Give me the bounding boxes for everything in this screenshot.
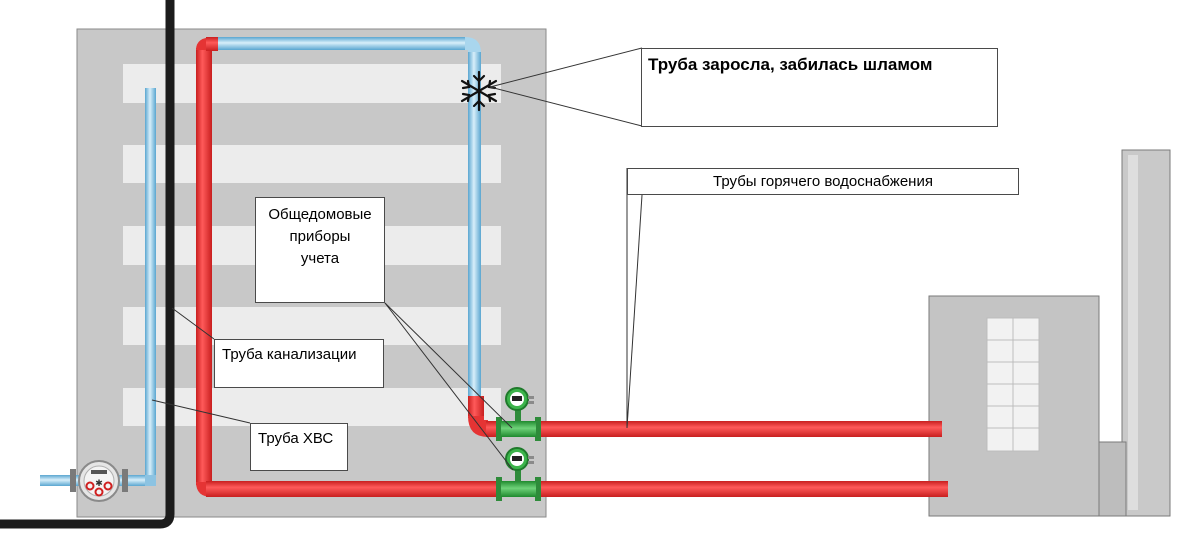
leader-hot — [626, 194, 643, 429]
leader-sludge — [489, 86, 643, 127]
window-strip — [123, 307, 501, 345]
callout-hot-water-pipes: Трубы горячего водоснабжения — [627, 168, 1019, 195]
cold-water-meter: ✱ — [70, 460, 128, 502]
callout-meters-line2: приборы — [289, 228, 351, 245]
plant-window — [986, 317, 1040, 452]
leader-meters — [384, 302, 513, 429]
callout-sludge-text: Труба заросла, забилась шламом — [648, 55, 933, 74]
leader-sewer — [171, 307, 215, 340]
callout-cold-text: Труба ХВС — [258, 430, 334, 447]
hot-water-riser — [196, 37, 948, 497]
callout-sludge: Труба заросла, забилась шламом — [641, 48, 998, 127]
window-strip — [123, 145, 501, 183]
hot-water-return — [218, 37, 942, 437]
window-strip — [123, 388, 501, 426]
window-strip — [123, 64, 501, 103]
boiler-house — [928, 149, 1171, 517]
sewer-pipe — [0, 0, 175, 529]
callout-hot-water-text: Трубы горячего водоснабжения — [713, 173, 933, 190]
leader-sludge — [489, 47, 643, 88]
callout-sewer-text: Труба канализации — [222, 346, 357, 363]
flow-meter-lower — [496, 447, 541, 501]
plant-annex — [1097, 441, 1127, 517]
callout-meters-line3: учета — [300, 250, 340, 267]
flow-meter-upper — [496, 387, 541, 441]
callout-meters-line1: Общедомовые — [268, 206, 372, 223]
callout-meters: Общедомовые приборы учета — [255, 197, 385, 303]
callout-sewer-pipe: Труба канализации — [214, 339, 384, 388]
leader-cold — [151, 399, 251, 424]
leader-lines — [151, 47, 643, 471]
callout-cold-water-pipe: Труба ХВС — [250, 423, 348, 471]
leader-meters — [384, 302, 514, 471]
svg-text:✱: ✱ — [95, 479, 103, 489]
